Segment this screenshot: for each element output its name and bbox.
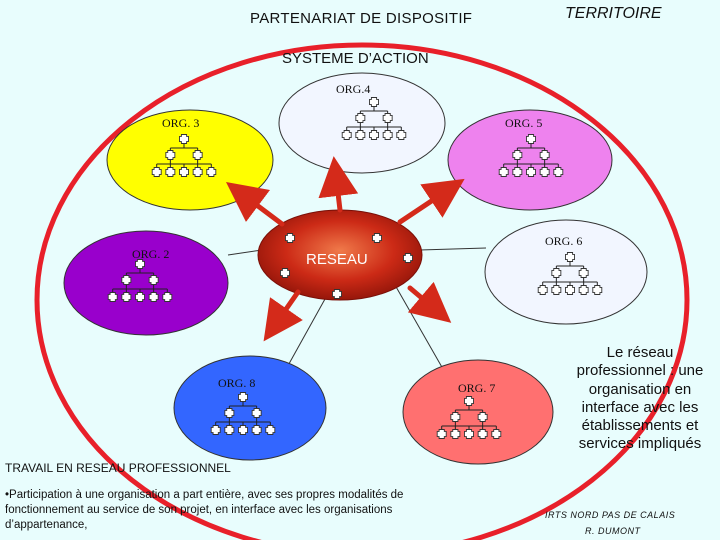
arrow-to-org7: [407, 281, 452, 323]
org-leaf-node: [355, 130, 366, 140]
org8-label: ORG. 8: [218, 376, 255, 390]
org-leaf-node: [565, 285, 575, 295]
side-note: Le réseau professionnel : une organisati…: [576, 344, 704, 453]
org-branch-node: [551, 268, 562, 278]
org-leaf-node: [192, 167, 203, 177]
territoire-ellipse: [34, 42, 690, 540]
org5-label: ORG. 5: [505, 116, 542, 130]
org7-ellipse: [402, 359, 554, 465]
org-leaf-node: [148, 292, 159, 302]
org-leaf-node: [537, 285, 548, 295]
org-leaf-node: [206, 167, 217, 177]
org5-ellipse: [447, 109, 613, 211]
bottom-title: TRAVAIL EN RESEAU PROFESSIONNEL: [5, 461, 231, 475]
org-branch-node: [224, 408, 235, 418]
org4-label: ORG.4: [336, 82, 370, 96]
bottom-description: •Participation à une organisation a part…: [5, 489, 404, 531]
org-leaf-node: [464, 429, 474, 439]
org6-label: ORG. 6: [545, 234, 582, 248]
org-leaf-node: [151, 167, 162, 177]
title-territoire: TERRITOIRE: [565, 5, 662, 22]
credit-irts: IRTS NORD PAS DE CALAIS: [545, 510, 676, 520]
org-leaf-node: [135, 292, 145, 302]
org-leaf-node: [179, 167, 189, 177]
reseau-node: [372, 233, 382, 243]
org6-ellipse: [484, 219, 648, 325]
org-leaf-node: [450, 429, 461, 439]
org-leaf-node: [553, 167, 564, 177]
org-leaf-node: [396, 130, 407, 140]
org-leaf-node: [578, 285, 589, 295]
org-branch-node: [251, 408, 262, 418]
reseau-node: [332, 289, 342, 299]
org-root-node: [238, 392, 248, 402]
org-branch-node: [382, 113, 393, 123]
org-leaf-node: [436, 429, 447, 439]
org-leaf-node: [265, 425, 276, 435]
org-branch-node: [512, 150, 523, 160]
org-leaf-node: [382, 130, 393, 140]
reseau-label: RESEAU: [306, 251, 368, 268]
org-root-node: [565, 252, 575, 262]
org-leaf-node: [165, 167, 176, 177]
org-branch-node: [121, 275, 132, 285]
org-leaf-node: [539, 167, 550, 177]
reseau-node: [403, 253, 413, 263]
org-leaf-node: [491, 429, 502, 439]
org-trees: [107, 97, 603, 439]
subtitle-systeme-action: SYSTEME D’ACTION: [282, 50, 429, 67]
credit-author: R. DUMONT: [585, 526, 641, 536]
org-leaf-node: [477, 429, 488, 439]
org-branch-node: [148, 275, 159, 285]
org3-label: ORG. 3: [162, 116, 199, 130]
org-root-node: [526, 134, 536, 144]
org-branch-node: [355, 113, 366, 123]
org-root-node: [464, 396, 474, 406]
reseau-node: [280, 268, 290, 278]
org2-ellipse: [63, 230, 229, 336]
org-leaf-node: [121, 292, 132, 302]
org4-ellipse: [278, 72, 446, 174]
arrow-to-org3: [226, 182, 285, 227]
org-branch-node: [539, 150, 550, 160]
reseau-arrows: [226, 156, 465, 342]
org-root-node: [369, 97, 379, 107]
org-branch-node: [165, 150, 176, 160]
org-branch-node: [477, 412, 488, 422]
org-leaf-node: [498, 167, 509, 177]
org-leaf-node: [369, 130, 379, 140]
arrow-to-org4: [318, 156, 359, 213]
org-root-node: [135, 259, 145, 269]
org-leaf-node: [224, 425, 235, 435]
org-leaf-node: [210, 425, 221, 435]
arrow-to-org5: [397, 178, 465, 225]
org-leaf-node: [251, 425, 262, 435]
org-branch-node: [450, 412, 461, 422]
org-branch-node: [192, 150, 203, 160]
org-leaf-node: [551, 285, 562, 295]
org8-ellipse: [173, 355, 327, 461]
org-leaf-node: [162, 292, 173, 302]
org-leaf-node: [341, 130, 352, 140]
org7-label: ORG. 7: [458, 381, 495, 395]
arrow-to-org8: [263, 289, 303, 342]
org-leaf-node: [107, 292, 118, 302]
org-leaf-node: [238, 425, 248, 435]
org-root-node: [179, 134, 189, 144]
title-partenariat: PARTENARIAT DE DISPOSITIF: [250, 10, 473, 27]
reseau-node: [285, 233, 295, 243]
org-leaf-node: [592, 285, 603, 295]
org-branch-node: [578, 268, 589, 278]
org-leaf-node: [526, 167, 536, 177]
org2-label: ORG. 2: [132, 247, 169, 261]
org-leaf-node: [512, 167, 523, 177]
